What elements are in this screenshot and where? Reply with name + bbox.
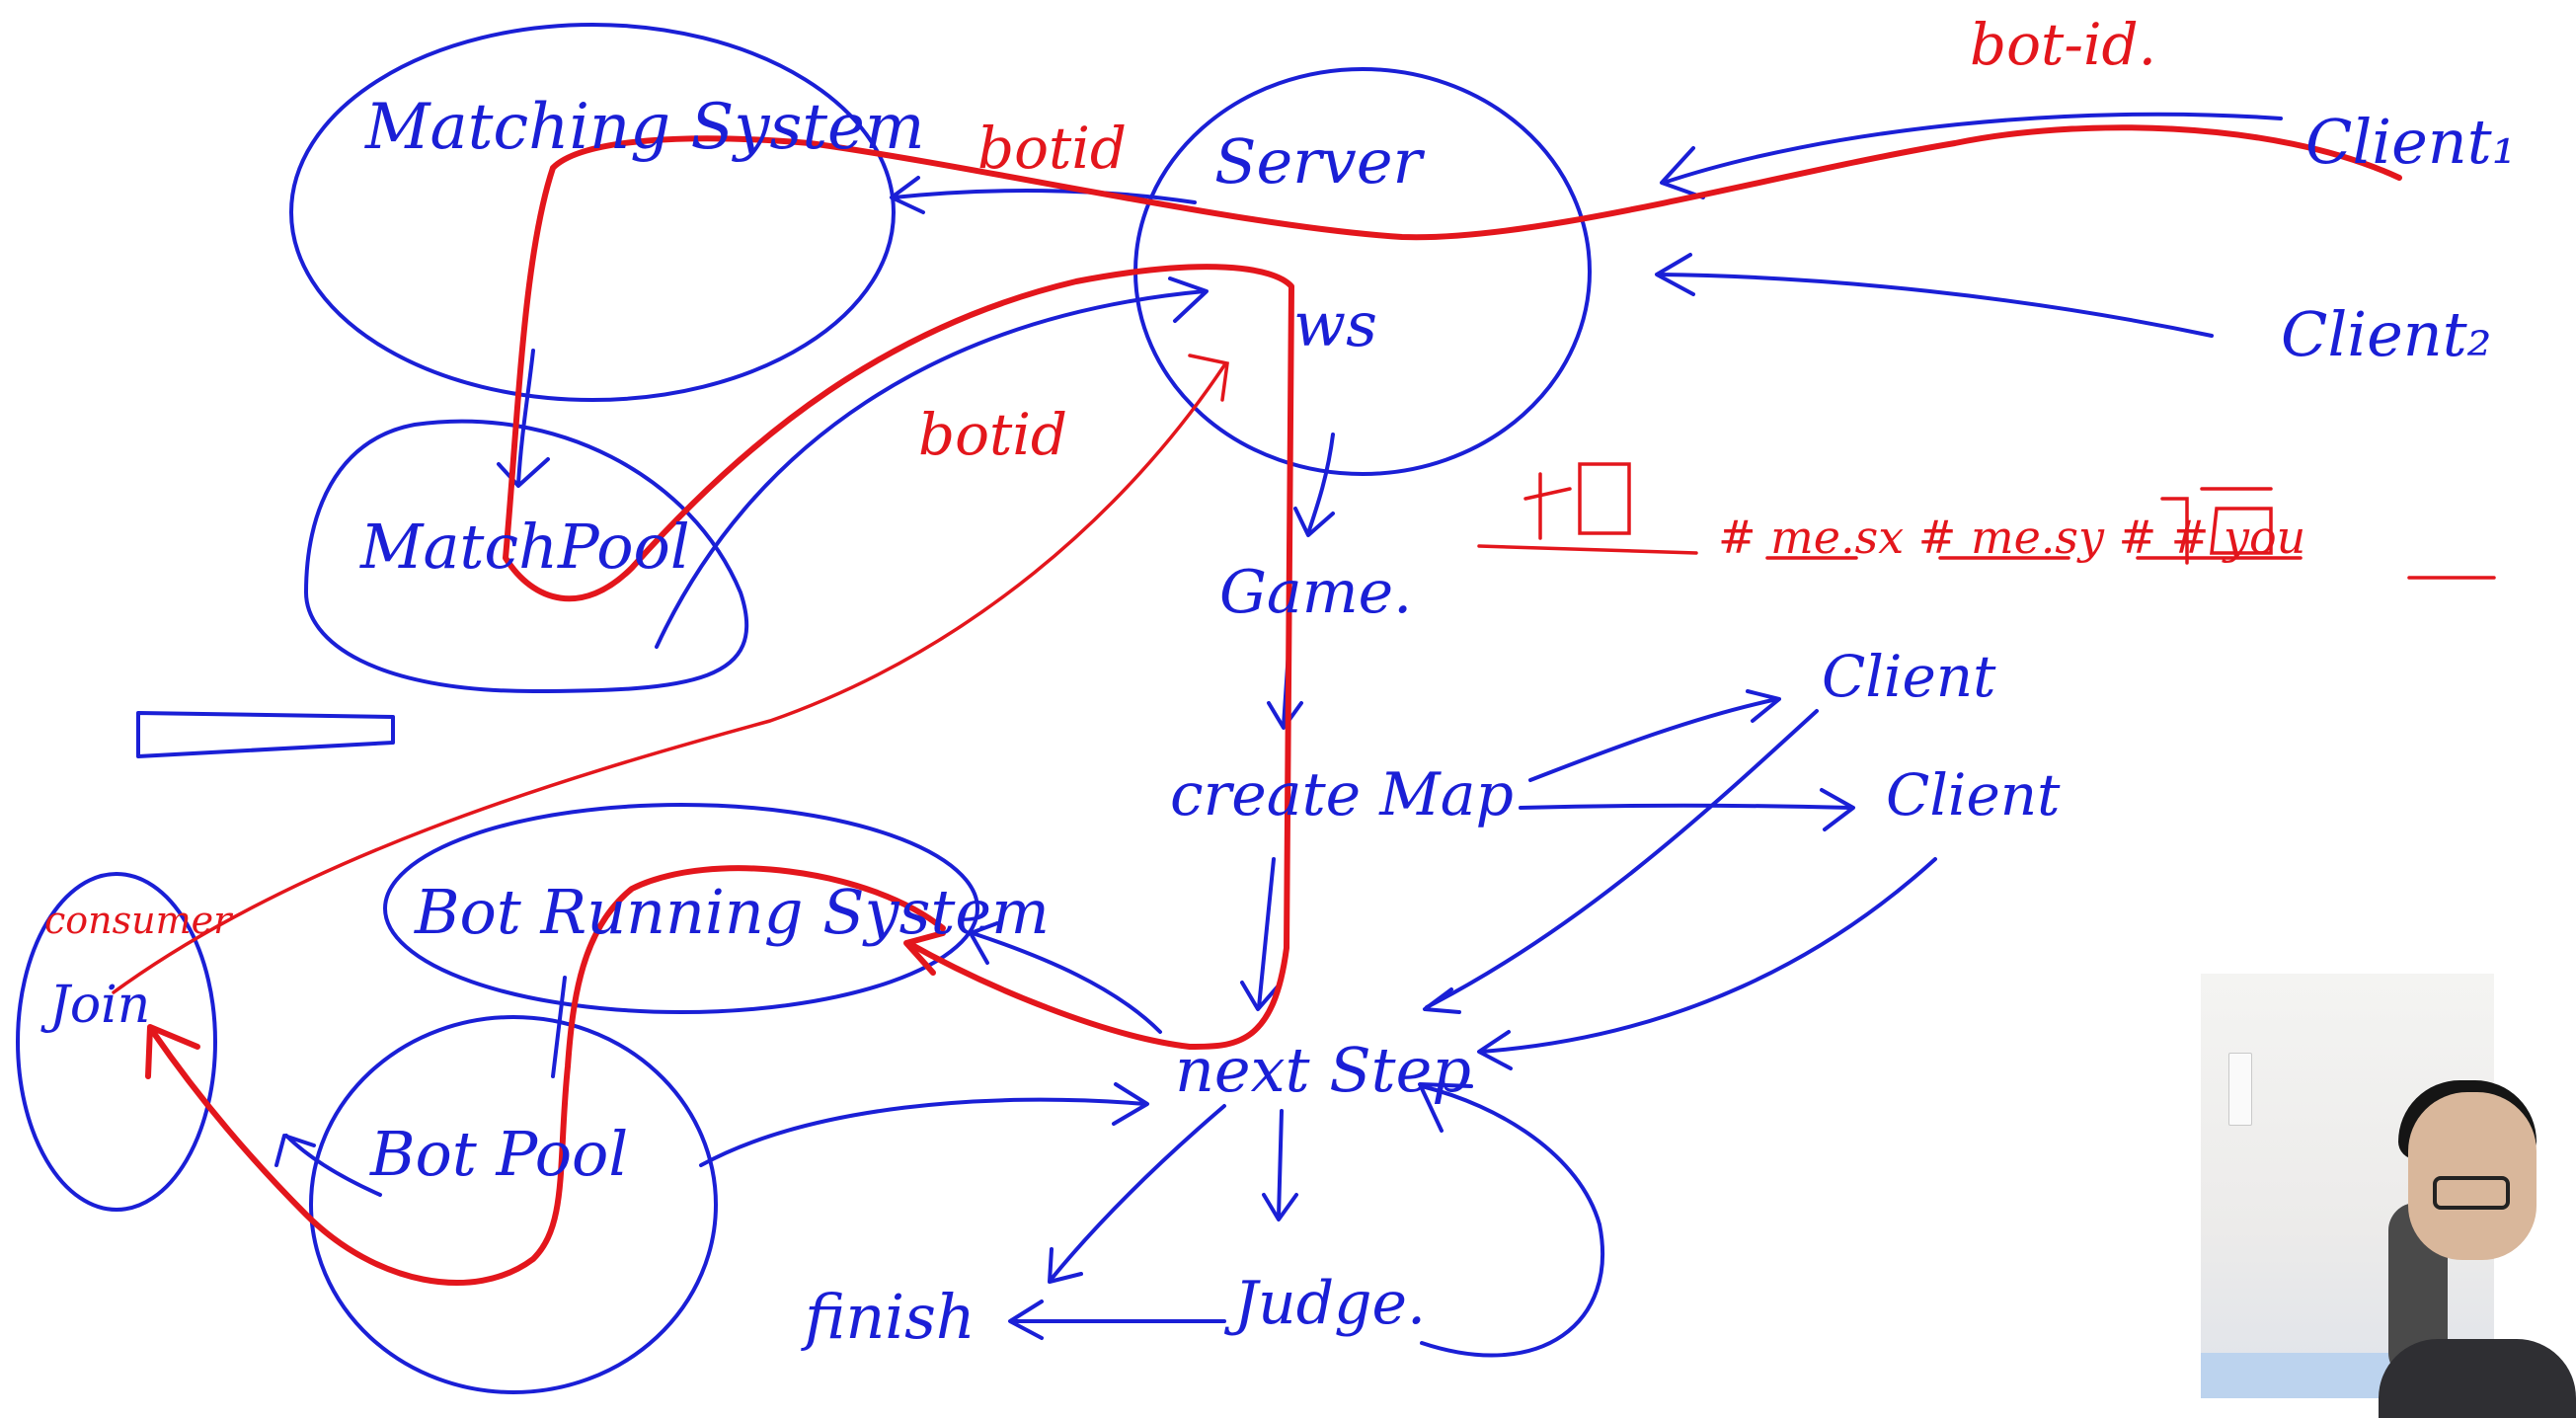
arrow-head-finish — [1048, 1247, 1083, 1284]
arrow-head-client1 — [1660, 146, 1705, 199]
arrow-head-nextstep-2 — [1477, 1030, 1513, 1070]
label-finish: finish — [801, 1281, 976, 1353]
arrow-head-createmap — [1267, 701, 1303, 730]
arrow-createmap-to-client-a — [1528, 697, 1779, 782]
arrow-botpool-to-join — [284, 1134, 382, 1197]
arrow-head-nextstep-3 — [1240, 981, 1281, 1011]
arrow-head-nextstep-1 — [1423, 987, 1461, 1014]
webcam-overlay — [2201, 974, 2576, 1418]
arrow-client1-to-server — [1662, 112, 2283, 185]
red-arrow-head-join — [145, 1024, 200, 1079]
arrow-botrunning-to-botpool — [551, 976, 567, 1078]
label-bot-pool: Bot Pool — [369, 1118, 628, 1190]
matchpool-blob — [304, 419, 749, 693]
label-client-a: Client — [1822, 643, 1996, 710]
arrow-matching-to-matchpool — [516, 349, 535, 486]
label-create-map: create Map — [1170, 760, 1514, 829]
arrow-matchpool-to-ws — [655, 289, 1207, 649]
red-map-underline — [1477, 544, 1698, 555]
red-arrow-head-ws — [1188, 354, 1229, 402]
arrow-client-a-to-nextstep — [1425, 709, 1819, 1009]
label-consumer: consumer — [44, 899, 234, 942]
presenter-glasses — [2433, 1176, 2510, 1210]
wall-switch — [2228, 1053, 2252, 1126]
arrow-createmap-to-nextstep — [1257, 857, 1276, 1009]
join-ellipse — [16, 872, 217, 1212]
arrow-head-finish-2 — [1008, 1300, 1044, 1340]
red-row-glyph — [2160, 487, 2273, 565]
arrow-nextstep-to-judge — [1277, 1109, 1284, 1219]
background-bed — [2201, 1353, 2398, 1398]
red-flow-consumer-to-ws — [112, 363, 1226, 994]
arrow-client-b-to-nextstep — [1479, 857, 1937, 1054]
red-flow-botpool — [150, 865, 946, 1287]
presenter-shirt — [2379, 1339, 2576, 1418]
label-client-b: Client — [1886, 761, 2061, 828]
red-flow-main — [503, 124, 2402, 1050]
label-next-step: next Step — [1175, 1034, 1471, 1106]
label-botid-mid: botid — [918, 401, 1067, 468]
arrow-nextstep-to-finish — [1050, 1104, 1226, 1281]
arrow-head-judge — [1262, 1193, 1298, 1221]
label-judge: Judge. — [1223, 1269, 1426, 1338]
arrow-head-ws — [1168, 276, 1209, 323]
matching-system-ellipse — [289, 23, 896, 402]
arrow-nextstep-to-botrunning — [971, 931, 1162, 1034]
arrow-head-join — [274, 1134, 316, 1167]
arrow-ws-to-game — [1306, 433, 1335, 535]
label-msg-row: # me.sx # me.sy # # you — [1718, 511, 2305, 564]
arrow-head-client-b — [1820, 788, 1855, 831]
arrow-client2-to-server — [1657, 273, 2214, 338]
arrow-head-matching — [890, 176, 925, 214]
label-client-1: Client₁ — [2305, 106, 2517, 178]
red-arrow-head-botrunning — [903, 930, 946, 976]
label-matching-system: Matching System — [364, 91, 925, 164]
arrow-createmap-to-client-b — [1519, 803, 1853, 810]
label-bot-id-top-right: bot-id. — [1970, 11, 2156, 78]
arrow-head-matchpool — [497, 457, 550, 488]
label-botid-top: botid — [977, 115, 1127, 182]
arrow-head-client2 — [1655, 253, 1695, 296]
blue-rectangle-mark — [136, 711, 395, 758]
bot-running-system-ellipse — [383, 803, 979, 1014]
arrow-judge-loop — [1420, 1084, 1605, 1358]
red-map-glyph — [1523, 462, 1631, 540]
arrow-head-nextstep-4 — [1112, 1082, 1149, 1126]
label-join: Join — [40, 976, 150, 1035]
bot-pool-ellipse — [309, 1015, 718, 1394]
arrow-botpool-to-nextstep — [699, 1097, 1147, 1167]
label-server: Server — [1214, 125, 1426, 197]
label-ws: ws — [1293, 288, 1377, 360]
label-match-pool: MatchPool — [359, 511, 690, 583]
arrow-head-loop — [1418, 1082, 1473, 1133]
label-bot-running-system: Bot Running System — [414, 876, 1050, 948]
arrow-server-to-matching — [892, 189, 1197, 204]
arrow-head-botrunning — [969, 921, 999, 965]
label-game: Game. — [1219, 558, 1412, 627]
whiteboard: Matching System MatchPool Server ws Game… — [16, 11, 2517, 1394]
arrow-head-game — [1293, 507, 1335, 537]
label-client-2: Client₂ — [2281, 298, 2492, 370]
arrow-head-client-a — [1746, 689, 1781, 723]
